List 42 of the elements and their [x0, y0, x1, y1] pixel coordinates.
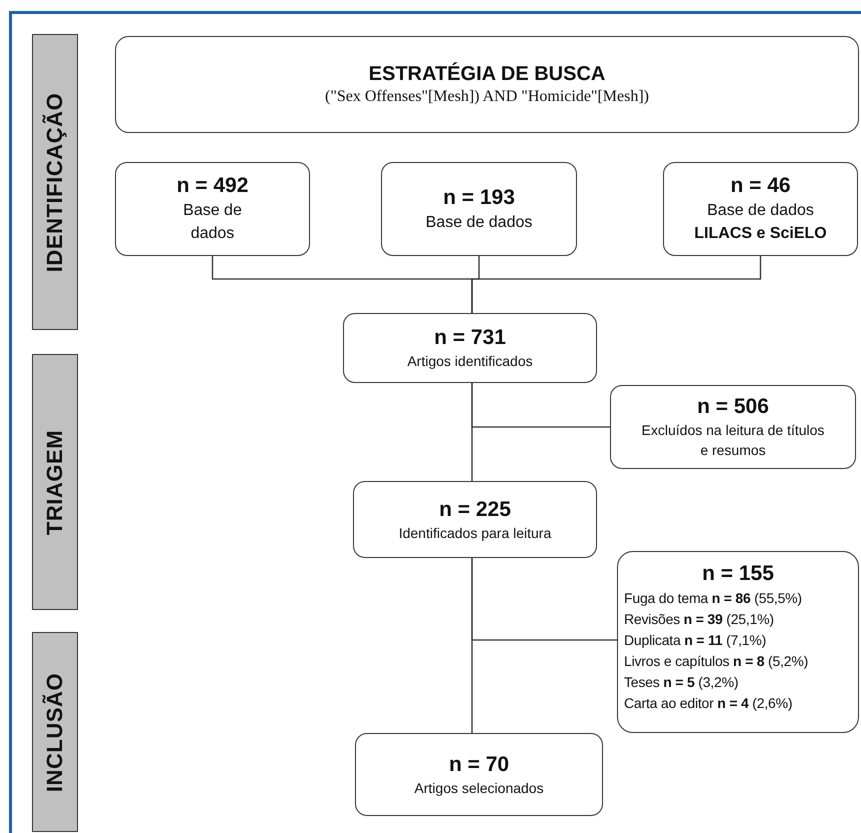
stage-band — [32, 632, 78, 832]
connector-line — [471, 256, 762, 313]
reason-text: Fuga do tema n = 86 (55,5%) — [624, 589, 803, 608]
reason-text: Teses n = 5 (3,2%) — [624, 673, 740, 692]
reason-text: Revisões n = 39 (25,1%) — [624, 610, 775, 629]
reason-text: Carta ao editor n = 4 (2,6%) — [624, 694, 794, 713]
search-strategy-box — [115, 36, 859, 133]
connector-line — [471, 383, 610, 428]
description-text: LILACS e SciELO — [694, 224, 827, 244]
count-text: n = 225 — [439, 496, 511, 522]
count-text: n = 492 — [176, 173, 248, 199]
process-box — [663, 162, 858, 256]
process-box — [115, 162, 310, 256]
description-text: Identificados para leitura — [398, 524, 552, 542]
reason-text: Duplicata n = 11 (7,1%) — [624, 631, 768, 650]
description-text: Artigos selecionados — [414, 778, 544, 798]
process-box — [353, 481, 597, 558]
description-text: Base de dados — [182, 201, 243, 244]
reason-text: Livros e capítulos n = 8 (5,2%) — [624, 652, 810, 671]
count-text: n = 506 — [697, 394, 769, 420]
count-text: n = 193 — [443, 184, 515, 210]
stage-band — [32, 34, 78, 330]
stage-label: TRIAGEM — [42, 429, 68, 535]
count-text: n = 731 — [434, 325, 506, 351]
process-box — [343, 313, 597, 383]
description-text: Base de dados — [707, 201, 814, 221]
count-text: n = 70 — [448, 752, 510, 778]
process-box — [381, 162, 577, 256]
description-text: Excluídos na leitura de títulos e resumos — [640, 421, 826, 460]
stage-label: IDENTIFICAÇÃO — [41, 92, 68, 272]
box-title: ESTRATÉGIA DE BUSCA — [368, 62, 606, 87]
count-text: n = 155 — [702, 562, 774, 586]
description-text: Artigos identificados — [407, 352, 533, 371]
stage-band — [32, 354, 78, 610]
connector-line — [471, 558, 617, 641]
count-text: n = 46 — [730, 173, 791, 199]
search-query: ("Sex Offenses"[Mesh]) AND "Homicide"[Mesh]) — [325, 87, 649, 107]
description-text: Base de dados — [426, 212, 532, 232]
exclusion-box — [617, 551, 859, 733]
process-box — [355, 733, 603, 816]
stage-label: INCLUSÃO — [41, 672, 68, 792]
process-box — [610, 385, 856, 469]
